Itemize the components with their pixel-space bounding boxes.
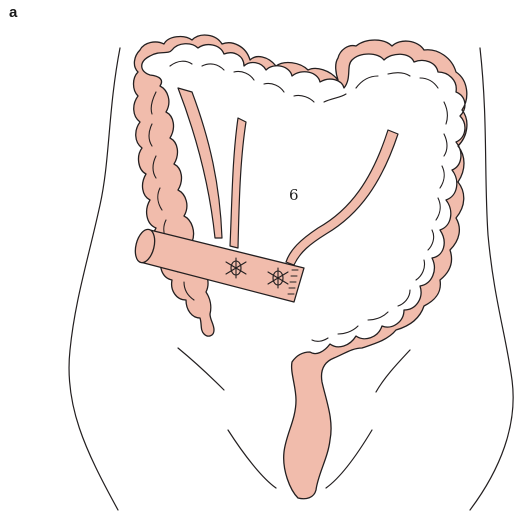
right-groin-line xyxy=(326,430,372,488)
right-flank-line xyxy=(470,48,513,510)
segment-body xyxy=(140,230,304,302)
left-groin-line xyxy=(228,430,276,488)
marker-label: 6 xyxy=(289,186,299,204)
right-hip-line xyxy=(376,350,410,392)
right-band xyxy=(286,130,398,265)
mesentery-bands xyxy=(178,88,398,265)
left-hip-line xyxy=(178,348,224,390)
left-inner-band xyxy=(230,118,246,248)
left-flank-line xyxy=(69,48,120,510)
